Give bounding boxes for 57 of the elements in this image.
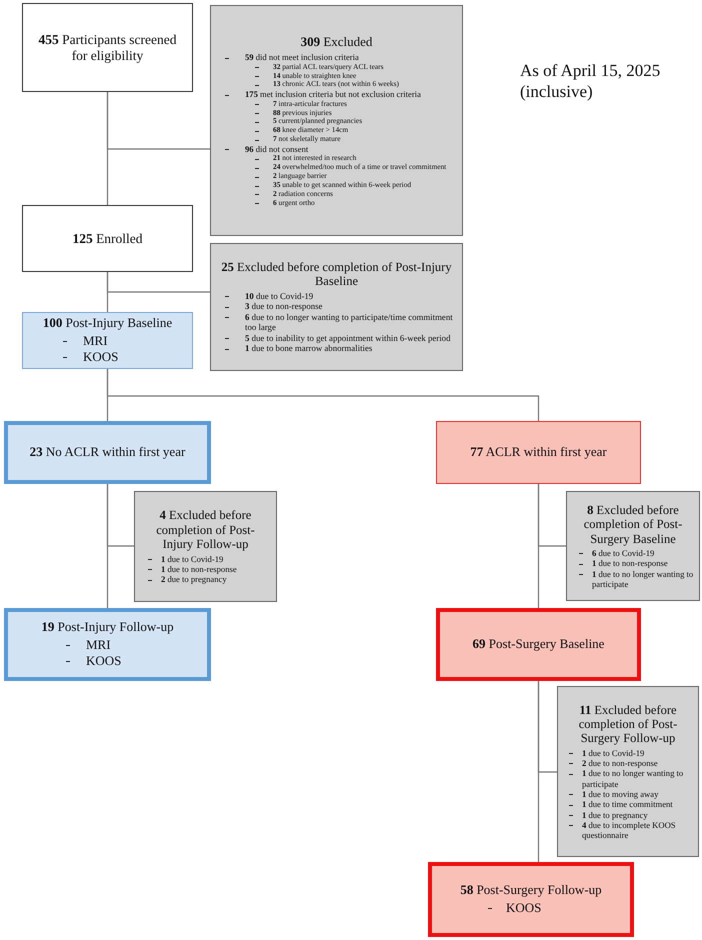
process-box [4,608,211,681]
list-item: 1 due to moving away [563,788,693,800]
list-item: 4 due to incomplete KOOS questionnaire [563,820,693,840]
list-item: 2 due to pregnancy [141,574,270,585]
exclusion-box [557,686,699,857]
list-item: MRI [29,333,186,349]
connector-line [106,272,210,293]
list-item: 5 due to inability to get appointment within 6-week period [217,332,456,344]
list-item: 1 due to no longer wanting to participate [572,568,694,590]
box-heading: 19 Post-Injury Follow-up [40,620,175,636]
list-item: 1 due to non-response [572,558,694,569]
process-box [4,421,211,484]
list-item: 175 met inclusion criteria but not exclusion criteria [217,89,456,100]
list-item: 1 due to non-response [141,564,270,574]
box-heading: 69 Post-Surgery Baseline [472,637,606,652]
list-item: 2 due to non-response [563,758,693,768]
connector-line [106,484,134,547]
list-item: 3 due to non-response [217,301,456,312]
box-heading: 77 ACLR within first year [469,445,608,460]
box-heading: 309 Excluded [300,35,374,50]
list-item: MRI [14,637,201,653]
exclusion-box [566,491,700,601]
process-box [22,3,193,92]
box-heading: 23 No ACLR within first year [28,445,186,460]
process-box [22,312,193,369]
list-item: 6 due to Covid-19 [572,548,694,558]
process-box [436,608,641,681]
list-item: 1 due to time commitment [563,799,693,810]
connector-line [538,484,566,547]
list-item: KOOS [14,652,201,669]
box-heading: 11 Excluded before completion of Post-Surgery Follow-up [578,702,678,746]
connector-line [538,681,557,773]
process-box [428,862,634,937]
box-heading: 455 Participants screened for eligibility [38,32,178,64]
connector-line [106,92,210,150]
list-item: 1 due to Covid-19 [141,554,270,564]
list-item: KOOS [438,900,624,916]
box-heading: 25 Excluded before completion of Post-Injury Baseline [220,260,453,289]
list-item: 1 due to pregnancy [563,810,693,820]
date-note: As of April 15, 2025 (inclusive) [520,60,662,102]
list-item: 59 did not meet inclusion criteria [217,52,456,63]
box-heading: 58 Post-Surgery Follow-up [459,883,603,898]
connector-line [106,369,540,421]
process-box [436,421,641,484]
process-box [22,205,193,272]
box-heading: 8 Excluded before completion of Post-Surgery Baseline [582,502,684,546]
list-item: 1 due to Covid-19 [563,748,693,758]
exclusion-box [210,243,463,371]
exclusion-box [210,5,463,236]
list-item: KOOS [29,348,186,365]
list-item: 1 due to bone marrow abnormalities [217,343,456,354]
exclusion-box [134,491,277,602]
list-item: 10 due to Covid-19 [217,290,456,302]
list-item: 96 did not consent [217,144,456,154]
box-heading: 100 Post-Injury Baseline [42,316,174,332]
box-heading: 125 Enrolled [71,230,144,246]
box-heading: 4 Excluded before completion of Post-Injury Follow-up [155,508,256,552]
